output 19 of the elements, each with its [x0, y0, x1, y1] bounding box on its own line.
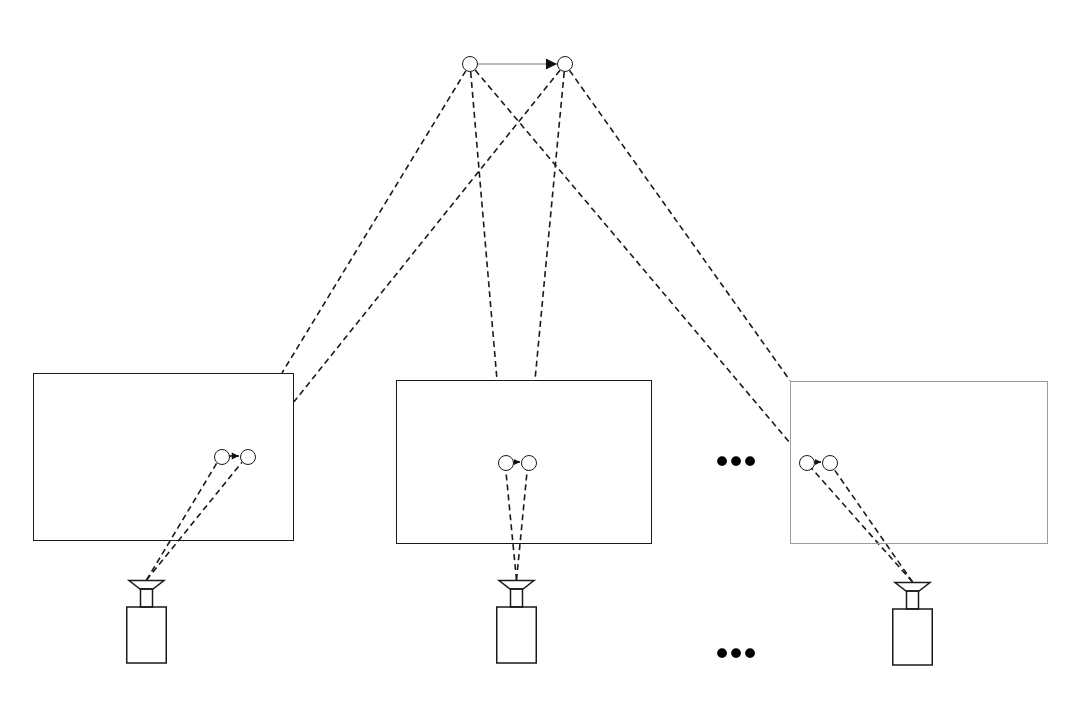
screen-frame [33, 373, 294, 541]
ellipsis-dots: ••• [711, 637, 755, 672]
dashed-line [474, 69, 791, 444]
dashed-line [281, 70, 467, 374]
ellipsis-dots: ••• [711, 445, 755, 480]
arrow [228, 452, 240, 460]
camera-icon [496, 579, 537, 664]
dashed-line [145, 461, 243, 581]
arrow [477, 58, 558, 70]
screen-frame [396, 380, 652, 544]
dashed-line [832, 467, 914, 583]
dashed-line [145, 462, 218, 581]
arrow [512, 459, 521, 465]
arrow [813, 459, 822, 465]
camera-icon [892, 581, 933, 666]
dashed-line [568, 69, 791, 382]
camera-icon [126, 579, 167, 664]
dashed-line [293, 69, 561, 403]
screen-frame [790, 381, 1048, 544]
